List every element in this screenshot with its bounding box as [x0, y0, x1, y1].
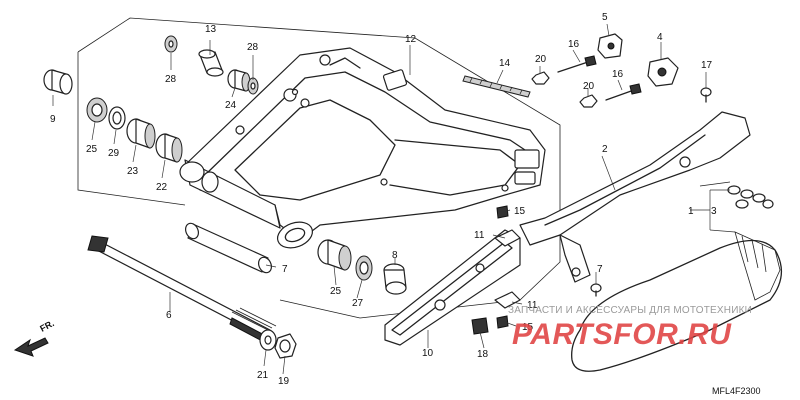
callout-22: 22	[156, 182, 168, 193]
bolt-17[interactable]	[700, 87, 712, 103]
seal-27[interactable]	[355, 255, 373, 281]
rubber-4[interactable]	[647, 57, 679, 87]
callout-25-lower: 25	[330, 286, 342, 297]
callout-28-top: 28	[165, 74, 177, 85]
callouts: 1 2 3 4 5 6 7 7 8 9 10 11 11 12 13 14 15…	[50, 12, 717, 387]
seal-28-top[interactable]	[164, 35, 178, 53]
callout-29: 29	[108, 148, 120, 159]
callout-25-left: 25	[86, 144, 98, 155]
watermark-logo: PARTSFOR.RU	[512, 318, 732, 351]
callout-7-case: 7	[597, 264, 603, 275]
callout-7-pipe: 7	[282, 264, 288, 275]
watermark-line: ЗАПЧАСТИ И АКСЕССУАРЫ ДЛЯ МОТОТЕХНИКИ	[508, 305, 753, 316]
callout-16-upper: 16	[568, 39, 580, 50]
pivot-collar-13[interactable]	[198, 49, 224, 77]
clip-11-upper[interactable]	[494, 229, 521, 247]
callout-15-lower: 15	[522, 322, 534, 333]
callout-23: 23	[127, 166, 139, 177]
callout-10: 10	[422, 348, 434, 359]
bearing-24[interactable]	[227, 69, 251, 92]
rubber-5[interactable]	[597, 33, 623, 59]
callout-27: 27	[352, 298, 364, 309]
callout-2: 2	[602, 144, 608, 155]
needle-bearing-22[interactable]	[155, 133, 183, 163]
front-label: FR.	[38, 318, 55, 334]
bolt-7-case[interactable]	[590, 283, 602, 297]
callout-11-lower: 11	[527, 300, 538, 311]
washer-21[interactable]	[259, 329, 277, 351]
screw-15-lower[interactable]	[496, 315, 509, 329]
pivot-collar-9[interactable]	[43, 69, 73, 95]
callout-21: 21	[257, 370, 269, 381]
screw-15-upper[interactable]	[496, 205, 509, 219]
collar-8[interactable]	[383, 263, 407, 295]
nut-19[interactable]	[274, 333, 297, 359]
chain-joint-3[interactable]	[727, 185, 774, 209]
swingarm[interactable]	[179, 47, 546, 252]
chain-case-2[interactable]	[519, 111, 751, 283]
callout-8: 8	[392, 250, 398, 261]
callout-6: 6	[166, 310, 172, 321]
callout-19: 19	[278, 376, 290, 387]
nut-20-upper[interactable]	[531, 71, 550, 85]
callout-1: 1	[688, 206, 694, 217]
callout-9: 9	[50, 114, 56, 125]
pivot-pipe-7[interactable]	[183, 221, 274, 275]
callout-13: 13	[205, 24, 217, 35]
bolt-18[interactable]	[471, 317, 489, 335]
sticker-14[interactable]	[462, 75, 531, 98]
callout-18: 18	[477, 349, 489, 360]
callout-12: 12	[405, 34, 417, 45]
callout-16-lower: 16	[612, 69, 624, 80]
oil-seal-25-left[interactable]	[86, 97, 108, 123]
front-direction-arrow: FR.	[13, 318, 56, 357]
callout-17: 17	[701, 60, 713, 71]
needle-bearing-25-lower[interactable]	[317, 239, 352, 271]
callout-4: 4	[657, 32, 663, 43]
callout-14: 14	[499, 58, 511, 69]
callout-20-upper: 20	[535, 54, 547, 65]
bolt-16-lower[interactable]	[605, 83, 642, 101]
callout-5: 5	[602, 12, 608, 23]
callout-3: 3	[711, 206, 717, 217]
leader-lines	[52, 23, 736, 375]
seal-28-upper[interactable]	[247, 77, 259, 95]
bolt-16-upper[interactable]	[557, 55, 597, 73]
callout-11-upper: 11	[474, 230, 485, 241]
chain-slider-10[interactable]	[384, 229, 521, 346]
callout-24: 24	[225, 100, 237, 111]
nut-20-lower[interactable]	[579, 94, 598, 108]
callout-20-lower: 20	[583, 81, 595, 92]
needle-bearing-23[interactable]	[126, 118, 156, 149]
clip-11-lower[interactable]	[494, 291, 521, 309]
callout-15-upper: 15	[514, 206, 526, 217]
diagram-code: MFL4F2300	[712, 386, 761, 396]
washer-29[interactable]	[108, 106, 126, 130]
drive-chain-1[interactable]	[571, 231, 782, 372]
callout-28-upper: 28	[247, 42, 259, 53]
